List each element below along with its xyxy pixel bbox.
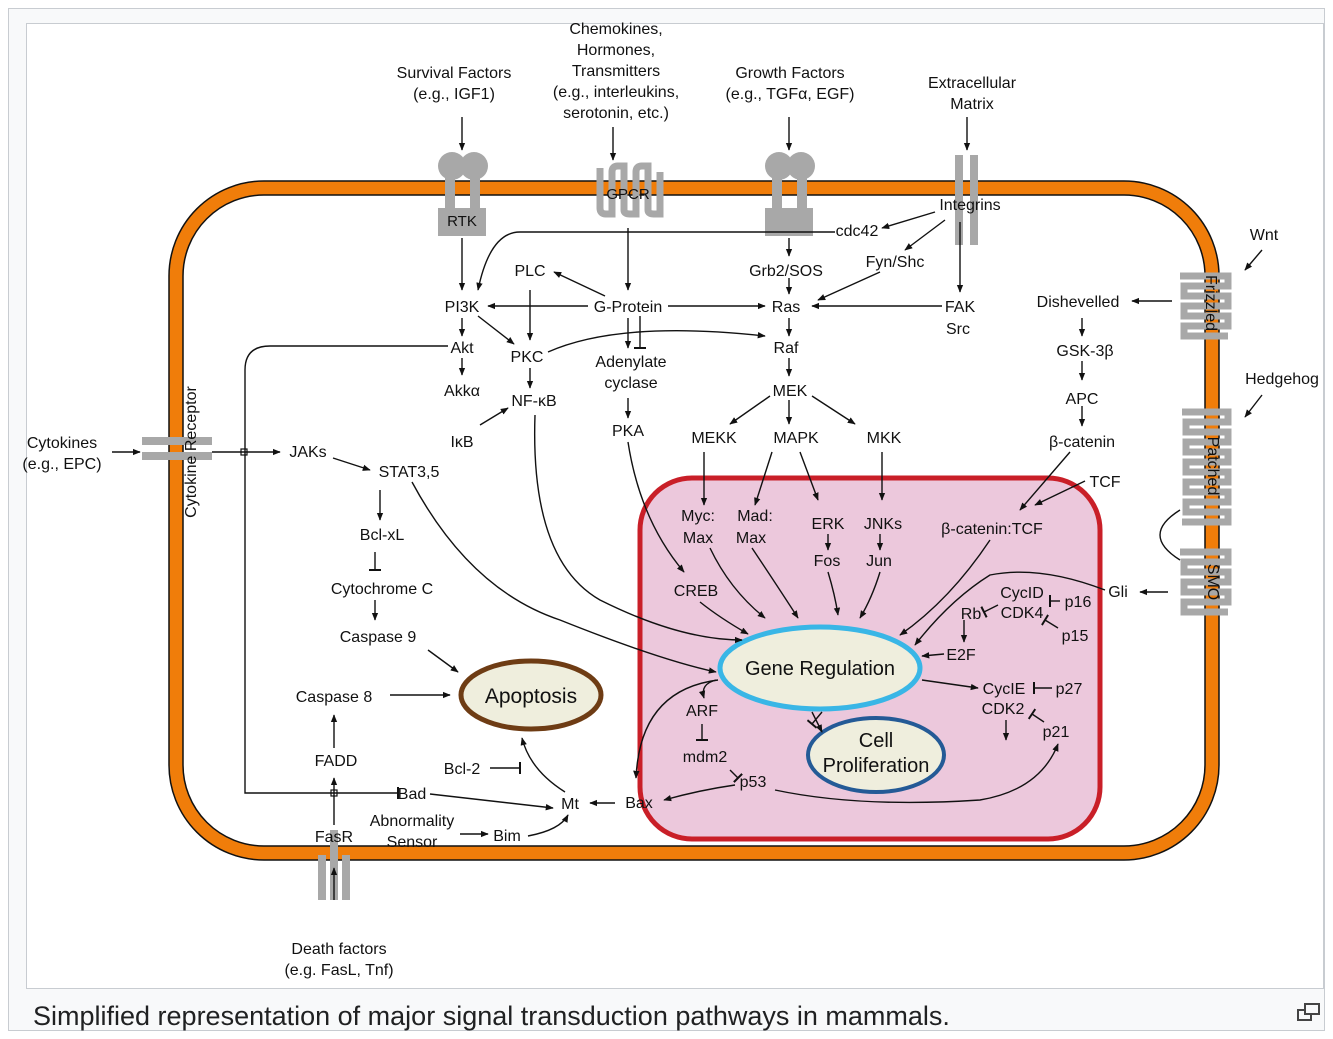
figure-caption: Simplified representation of major signa… bbox=[33, 1001, 950, 1031]
diagram-panel bbox=[26, 23, 1324, 989]
figure-frame: Simplified representation of major signa… bbox=[8, 8, 1325, 1031]
enlarge-icon[interactable] bbox=[1297, 1002, 1323, 1022]
